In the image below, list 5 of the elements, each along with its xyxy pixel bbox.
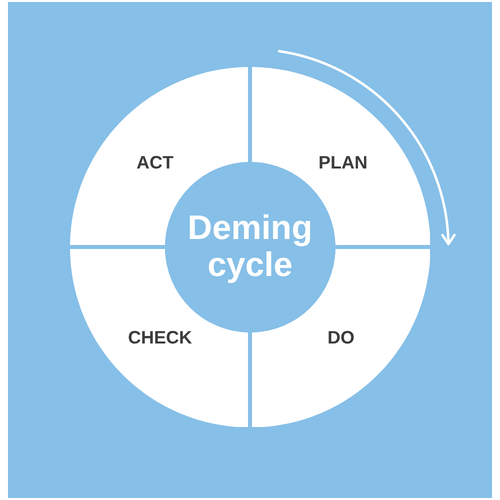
hub-title: Deming cycle	[186, 210, 314, 284]
stage-label: PLAN	[318, 152, 368, 174]
stage-label: CHECK	[128, 328, 192, 348]
stage-label: DO	[328, 328, 354, 348]
stage-label: ACT	[136, 152, 174, 174]
